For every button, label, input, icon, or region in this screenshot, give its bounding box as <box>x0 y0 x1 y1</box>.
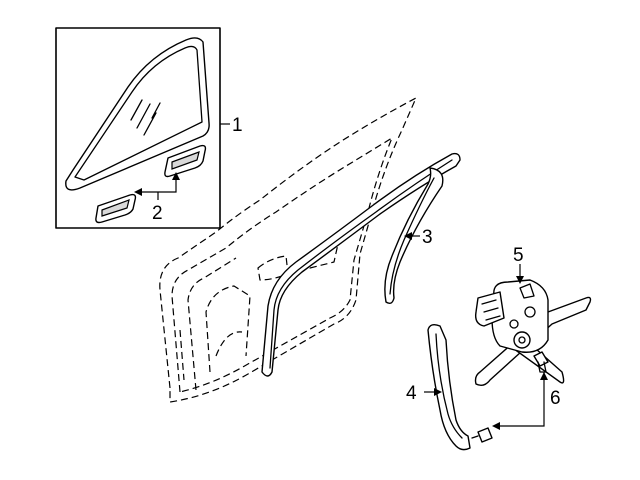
callout-1-label: 1 <box>232 115 243 136</box>
glass-channel-lower <box>95 193 137 224</box>
arrow-head <box>492 422 500 430</box>
arrow-head <box>404 232 412 240</box>
callout-6-label: 6 <box>550 388 561 409</box>
door-shell-outline <box>159 97 417 403</box>
callout-4-label: 4 <box>406 383 417 404</box>
arrow-head <box>172 172 180 180</box>
arrow-head <box>134 188 142 196</box>
door-glass <box>65 37 210 191</box>
run-channel <box>384 167 444 305</box>
callout-5-label: 5 <box>513 245 524 266</box>
window-regulator <box>474 279 592 387</box>
inset-frame <box>55 27 221 229</box>
arrow-head <box>434 388 442 396</box>
callout-3-label: 3 <box>422 227 433 248</box>
regulator-bolt <box>533 351 549 373</box>
callout-2-label: 2 <box>152 203 163 224</box>
glass-channel-upper <box>164 144 207 178</box>
callout-6-leader <box>494 372 545 427</box>
arrow-head <box>516 276 524 284</box>
rear-run-channel <box>427 323 471 451</box>
channel-bolt <box>471 427 493 443</box>
front-door-weatherstrip <box>261 152 461 377</box>
glass-inset-box <box>55 27 221 229</box>
arrow-head <box>540 372 548 380</box>
